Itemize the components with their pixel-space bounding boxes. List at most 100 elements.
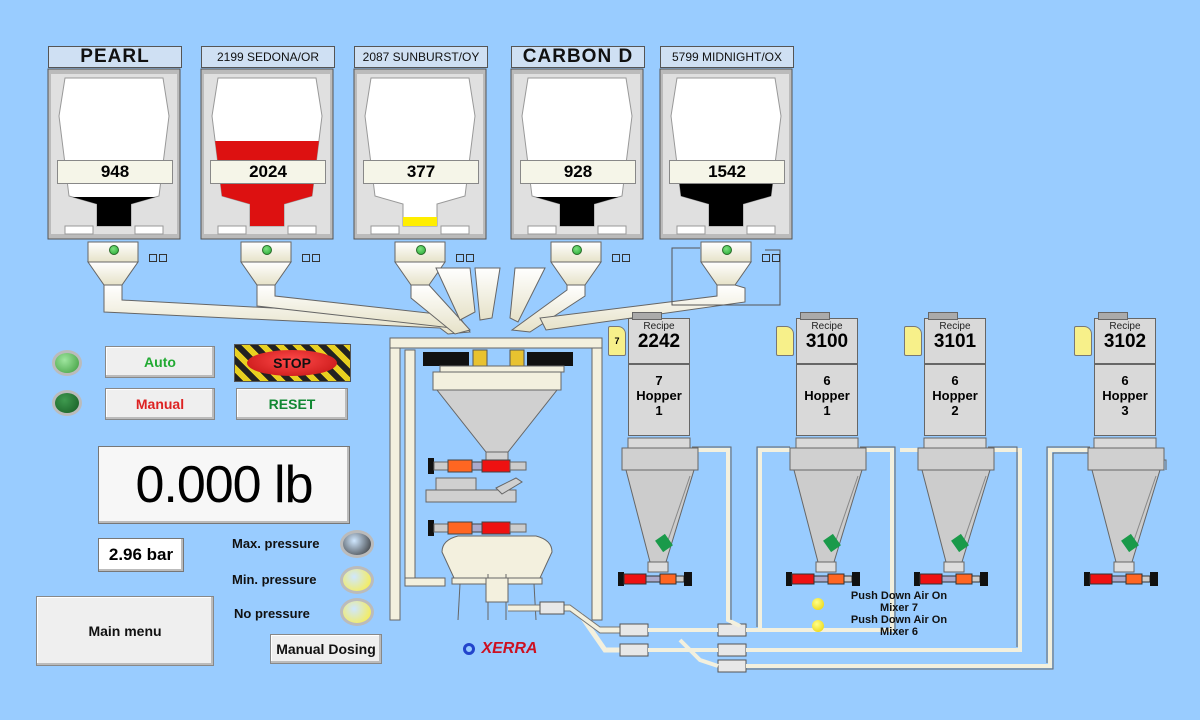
manual-button[interactable]: Manual — [105, 388, 215, 420]
material-label: CARBON D — [511, 46, 645, 68]
material-tank[interactable]: 928 — [510, 68, 644, 240]
stop-button-frame[interactable]: STOP — [234, 344, 351, 382]
logo-text: XERRA — [481, 640, 538, 657]
recipe-tag-icon[interactable] — [904, 326, 922, 356]
couplings — [539, 601, 747, 673]
min-pressure-label: Min. pressure — [232, 572, 317, 587]
stop-button[interactable]: STOP — [247, 350, 337, 376]
signal-wire — [671, 247, 781, 306]
material-label: 2199 SEDONA/OR — [201, 46, 335, 68]
tank-quantity: 1542 — [669, 160, 785, 184]
conveying-lines — [508, 605, 620, 653]
pressure-vessel — [441, 535, 553, 621]
outlet-status-boxes — [456, 249, 474, 262]
hopper-number: 6 — [1121, 373, 1129, 388]
recipe-label: Recipe — [643, 321, 675, 332]
hopper-word: Hopper — [932, 388, 978, 403]
hopper-body — [786, 437, 867, 586]
tank-quantity: 2024 — [210, 160, 326, 184]
recipe-number: 3102 — [1103, 331, 1147, 352]
auto-mode-led — [52, 350, 82, 376]
max-pressure-label: Max. pressure — [232, 536, 320, 551]
central-frame — [389, 337, 603, 621]
auto-button[interactable]: Auto — [105, 346, 215, 378]
hopper-word: Hopper — [636, 388, 682, 403]
material-tank[interactable]: 377 — [353, 68, 487, 240]
outlet-valve-led[interactable] — [722, 245, 732, 255]
hopper-index: 2 — [951, 403, 959, 418]
dose-valve-lower — [428, 520, 527, 536]
outlet-status-boxes — [149, 249, 167, 262]
feed-pipes — [103, 267, 746, 335]
pressure-display: 2.96 bar — [98, 538, 184, 572]
material-label: 2087 SUNBURST/OY — [354, 46, 488, 68]
weight-display: 0.000 lb — [98, 446, 350, 524]
outlet-status-boxes — [612, 249, 630, 262]
outlet-status-boxes — [762, 249, 780, 262]
manual-mode-led — [52, 390, 82, 416]
recipe-label: Recipe — [1109, 321, 1141, 332]
tank-quantity: 948 — [57, 160, 173, 184]
no-pressure-label: No pressure — [234, 606, 310, 621]
recipe-label: Recipe — [939, 321, 971, 332]
outlet-status-boxes — [302, 249, 320, 262]
hopper-body — [1084, 437, 1165, 586]
recipe-tag-icon[interactable] — [776, 326, 794, 356]
xerra-logo: XERRA — [463, 640, 537, 660]
collector-valves — [423, 349, 573, 373]
pneumatic-valve — [425, 477, 523, 503]
station-lines — [692, 448, 1090, 668]
max-pressure-led — [340, 530, 374, 558]
dose-valve-upper — [428, 458, 527, 474]
hopper-index: 3 — [1121, 403, 1129, 418]
outlet-valve-led[interactable] — [572, 245, 582, 255]
mixer6-air-led — [812, 620, 824, 632]
logo-mark-icon — [463, 643, 475, 655]
min-pressure-led — [340, 566, 374, 594]
recipe-tag-icon[interactable] — [1074, 326, 1092, 356]
hopper-word: Hopper — [1102, 388, 1148, 403]
recipe-cap — [800, 312, 830, 320]
tank-quantity: 928 — [520, 160, 636, 184]
recipe-cap — [1098, 312, 1128, 320]
recipe-cap — [928, 312, 958, 320]
hopper-body — [914, 437, 995, 586]
material-label: 5799 MIDNIGHT/OX — [660, 46, 794, 68]
hopper-index: 1 — [655, 403, 663, 418]
material-tank[interactable]: 2024 — [200, 68, 334, 240]
manual-dosing-button[interactable]: Manual Dosing — [270, 634, 382, 664]
tank-quantity: 377 — [363, 160, 479, 184]
hopper-number: 7 — [655, 373, 663, 388]
reset-button[interactable]: RESET — [236, 388, 348, 420]
recipe-label: Recipe — [811, 321, 843, 332]
recipe-cap — [632, 312, 662, 320]
material-tank[interactable]: 1542 — [659, 68, 793, 240]
outlet-valve-led[interactable] — [416, 245, 426, 255]
recipe-number: 2242 — [637, 331, 681, 352]
recipe-number: 3100 — [805, 331, 849, 352]
recipe-number: 3101 — [933, 331, 977, 352]
hopper-number: 6 — [823, 373, 831, 388]
outlet-valve-led[interactable] — [109, 245, 119, 255]
outlet-valve-led[interactable] — [262, 245, 272, 255]
main-menu-button[interactable]: Main menu — [36, 596, 214, 666]
material-tank[interactable]: 948 — [47, 68, 181, 240]
no-pressure-led — [340, 598, 374, 626]
hopper-index: 1 — [823, 403, 831, 418]
material-label: PEARL — [48, 46, 182, 68]
hopper-number: 6 — [951, 373, 959, 388]
mixer7-air-led — [812, 598, 824, 610]
recipe-tag-icon[interactable]: 7 — [608, 326, 626, 356]
weigh-hopper — [432, 371, 562, 463]
hopper-word: Hopper — [804, 388, 850, 403]
hopper-body — [618, 437, 699, 586]
